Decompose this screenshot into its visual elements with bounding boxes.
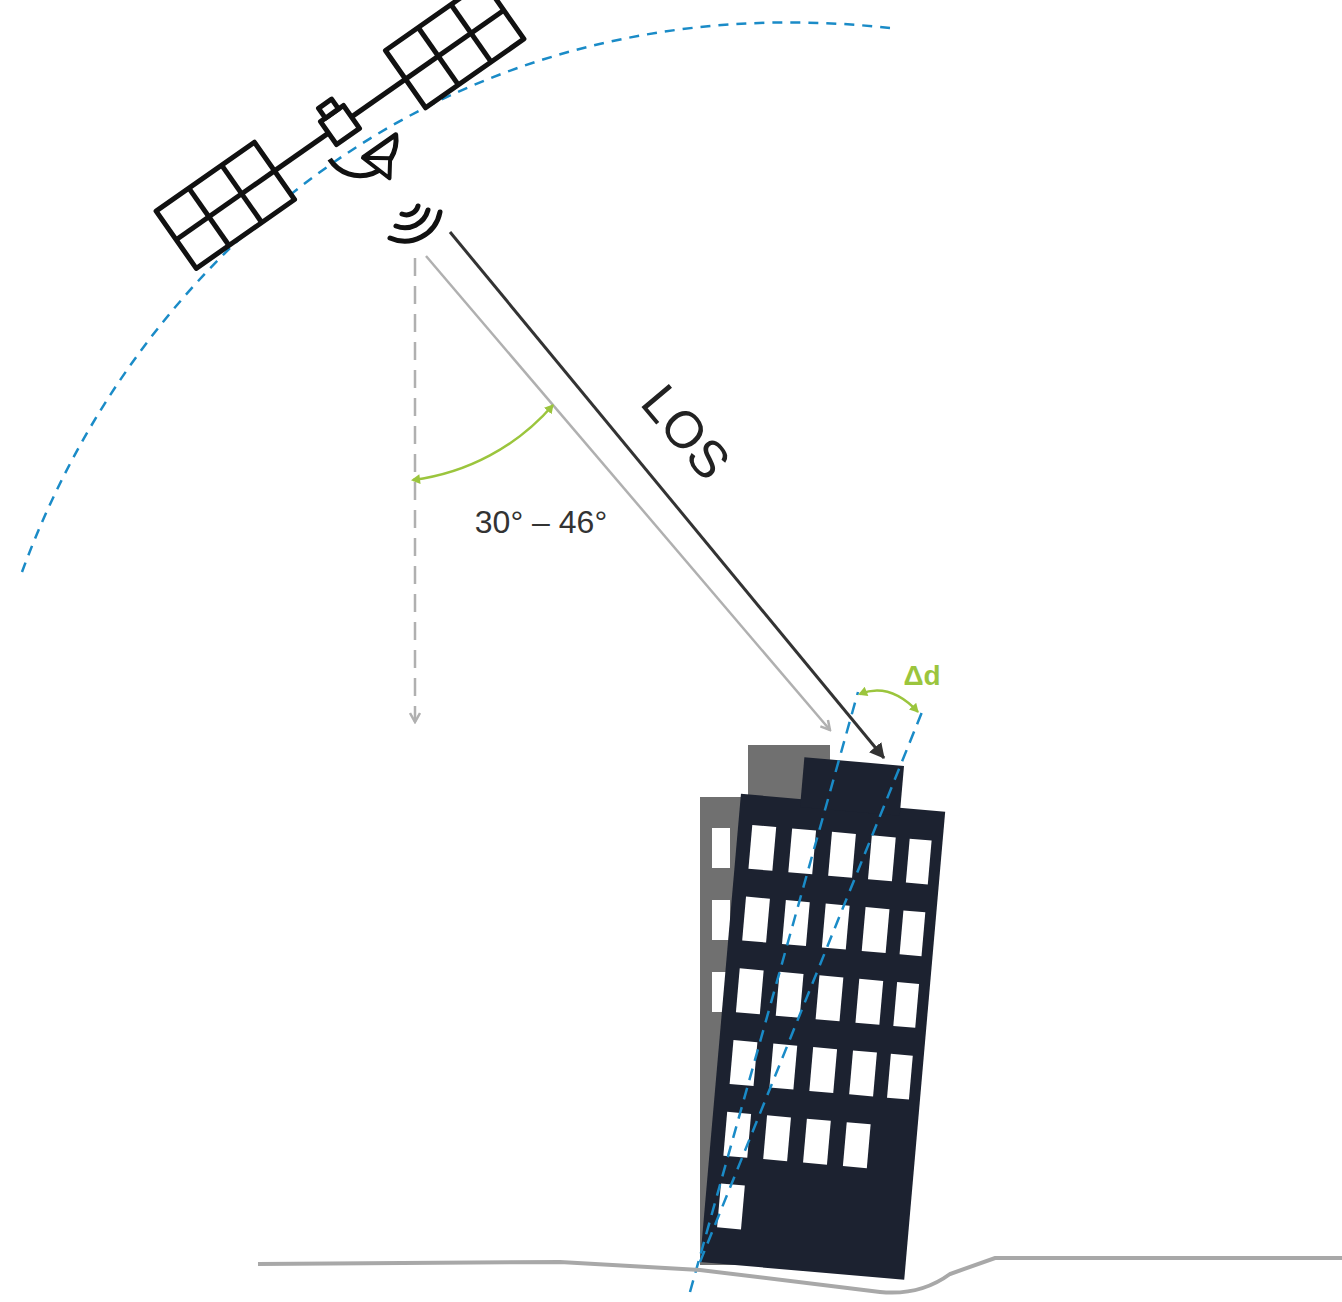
reference-axis xyxy=(690,692,858,1292)
orbit-arc xyxy=(22,22,890,572)
angle-label: 30° – 46° xyxy=(475,506,607,538)
los-arrow xyxy=(450,232,884,758)
tilted-building xyxy=(700,752,949,1280)
angle-arc xyxy=(413,405,553,480)
displacement-label: Δd xyxy=(903,662,940,690)
tilted-axis xyxy=(700,712,922,1262)
incidence-line xyxy=(426,256,830,730)
nadir-line xyxy=(414,258,417,722)
ground-line xyxy=(258,1258,1342,1293)
signal-waves xyxy=(390,206,440,241)
satellite-icon xyxy=(156,0,545,299)
displacement-arc xyxy=(860,691,918,712)
